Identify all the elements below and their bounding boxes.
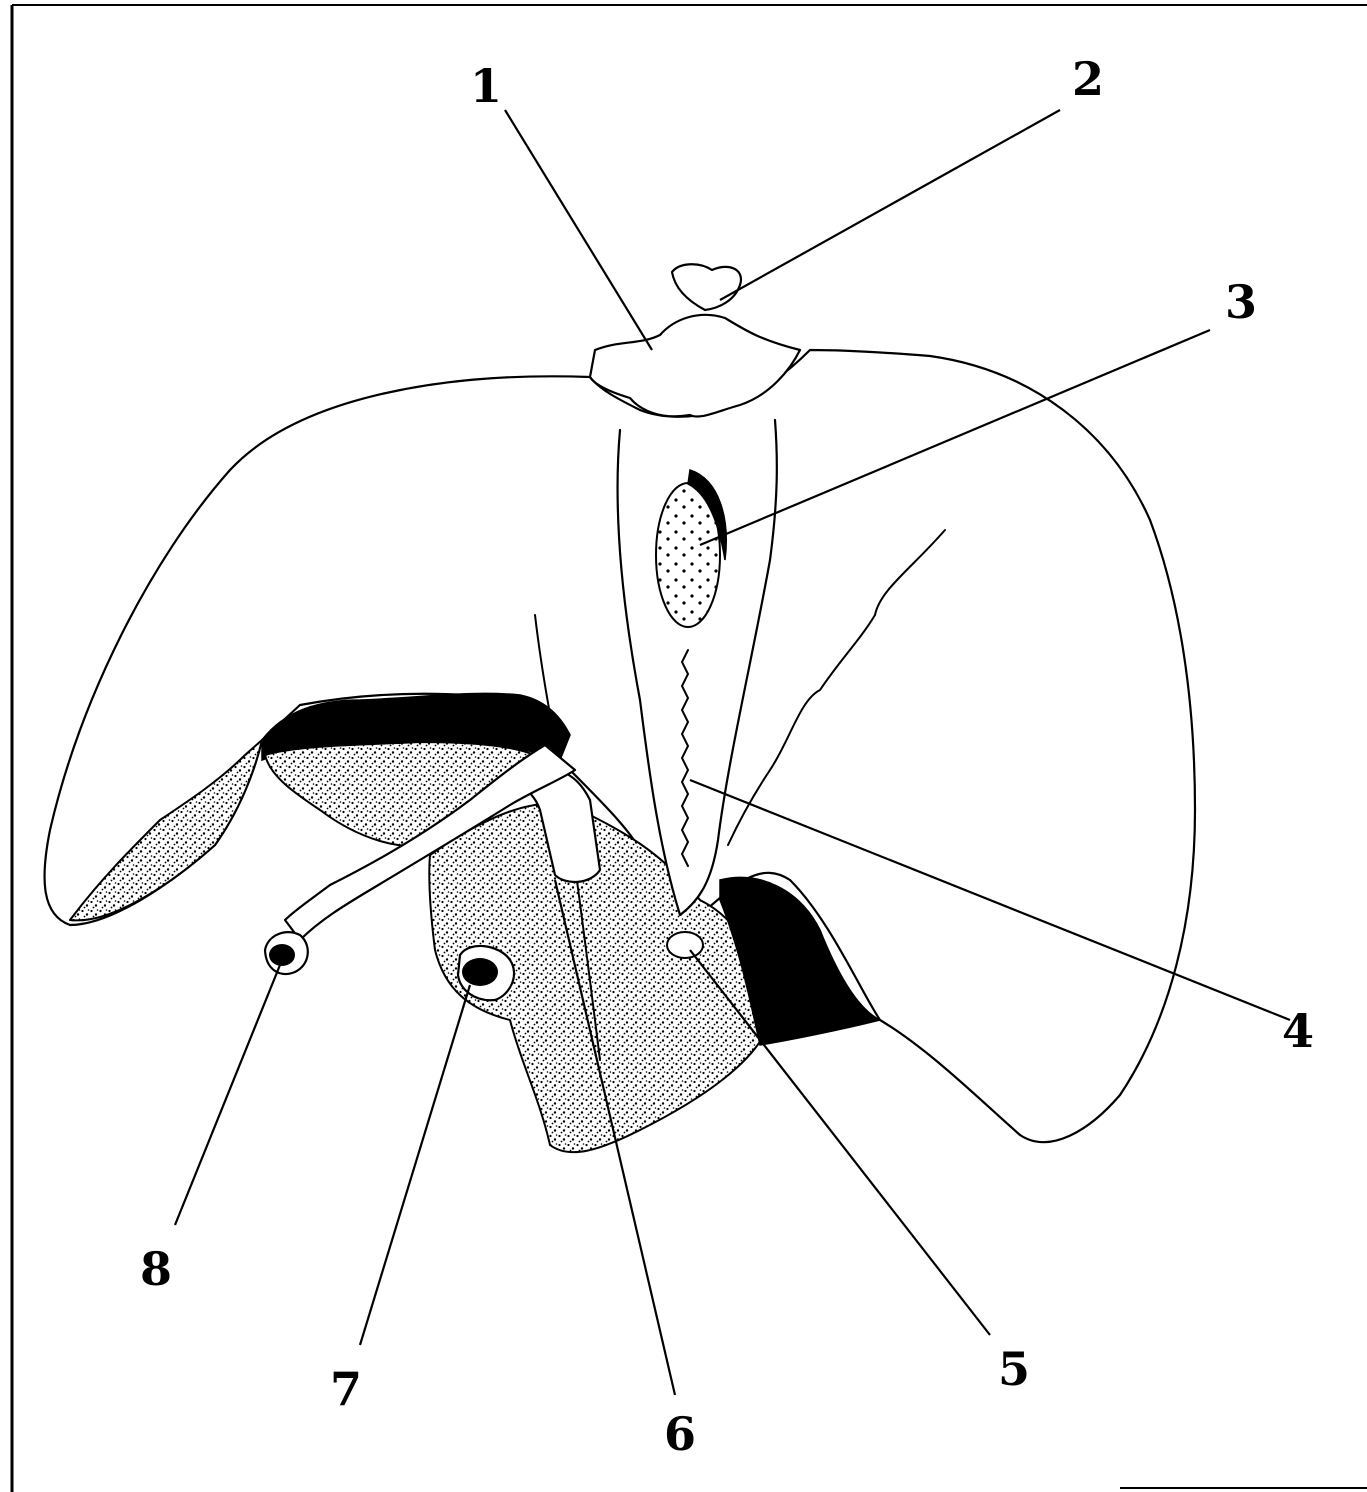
ligament-stump — [667, 932, 703, 958]
leader-7 — [360, 985, 470, 1345]
leader-2 — [720, 110, 1060, 300]
callout-7: 7 — [330, 1362, 362, 1416]
callout-8: 8 — [140, 1242, 172, 1296]
callout-1: 1 — [470, 59, 502, 113]
portal-vein-lumen — [462, 958, 498, 986]
callout-3: 3 — [1225, 275, 1257, 329]
callout-5: 5 — [998, 1342, 1030, 1396]
artery-lumen — [269, 944, 295, 966]
callout-4: 4 — [1282, 1004, 1314, 1058]
callout-2: 2 — [1072, 52, 1104, 106]
leader-8 — [175, 965, 280, 1225]
vena-cava-stump — [672, 264, 741, 310]
leader-1 — [505, 110, 652, 350]
callout-6: 6 — [664, 1407, 696, 1461]
